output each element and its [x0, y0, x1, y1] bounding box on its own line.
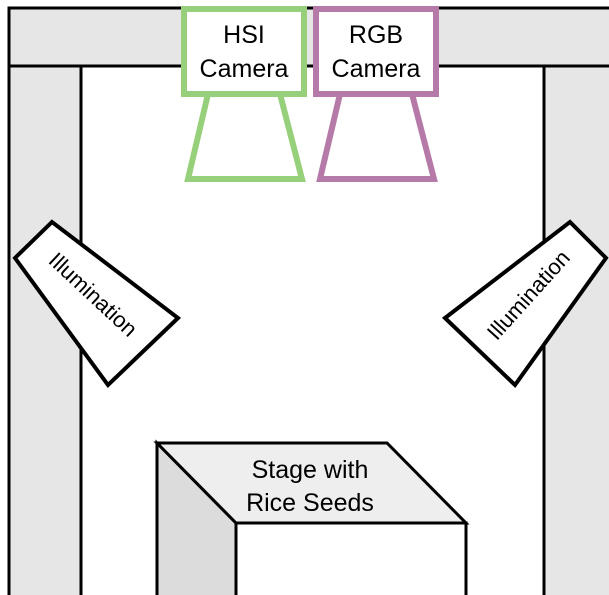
rgb-camera-lens — [316, 91, 438, 182]
hsi-camera-label-line2: Camera — [200, 55, 289, 83]
illumination-right-housing — [441, 219, 609, 389]
stage-label-line1: Stage with — [252, 456, 369, 484]
hsi-camera: HSI Camera — [181, 6, 307, 182]
top-beam — [7, 6, 609, 68]
rgb-camera-label-line2: Camera — [332, 55, 421, 83]
stage-front-face — [234, 521, 468, 595]
hsi-camera-body — [181, 6, 307, 97]
rgb-camera: RGB Camera — [313, 6, 439, 182]
stage: Stage with Rice Seeds — [153, 439, 470, 595]
stage-label-line2: Rice Seeds — [246, 489, 374, 517]
hsi-camera-lens — [184, 91, 306, 182]
illumination-left-housing — [12, 219, 182, 389]
hsi-camera-label-line1: HSI — [223, 21, 265, 49]
rgb-camera-label-line1: RGB — [349, 21, 403, 49]
